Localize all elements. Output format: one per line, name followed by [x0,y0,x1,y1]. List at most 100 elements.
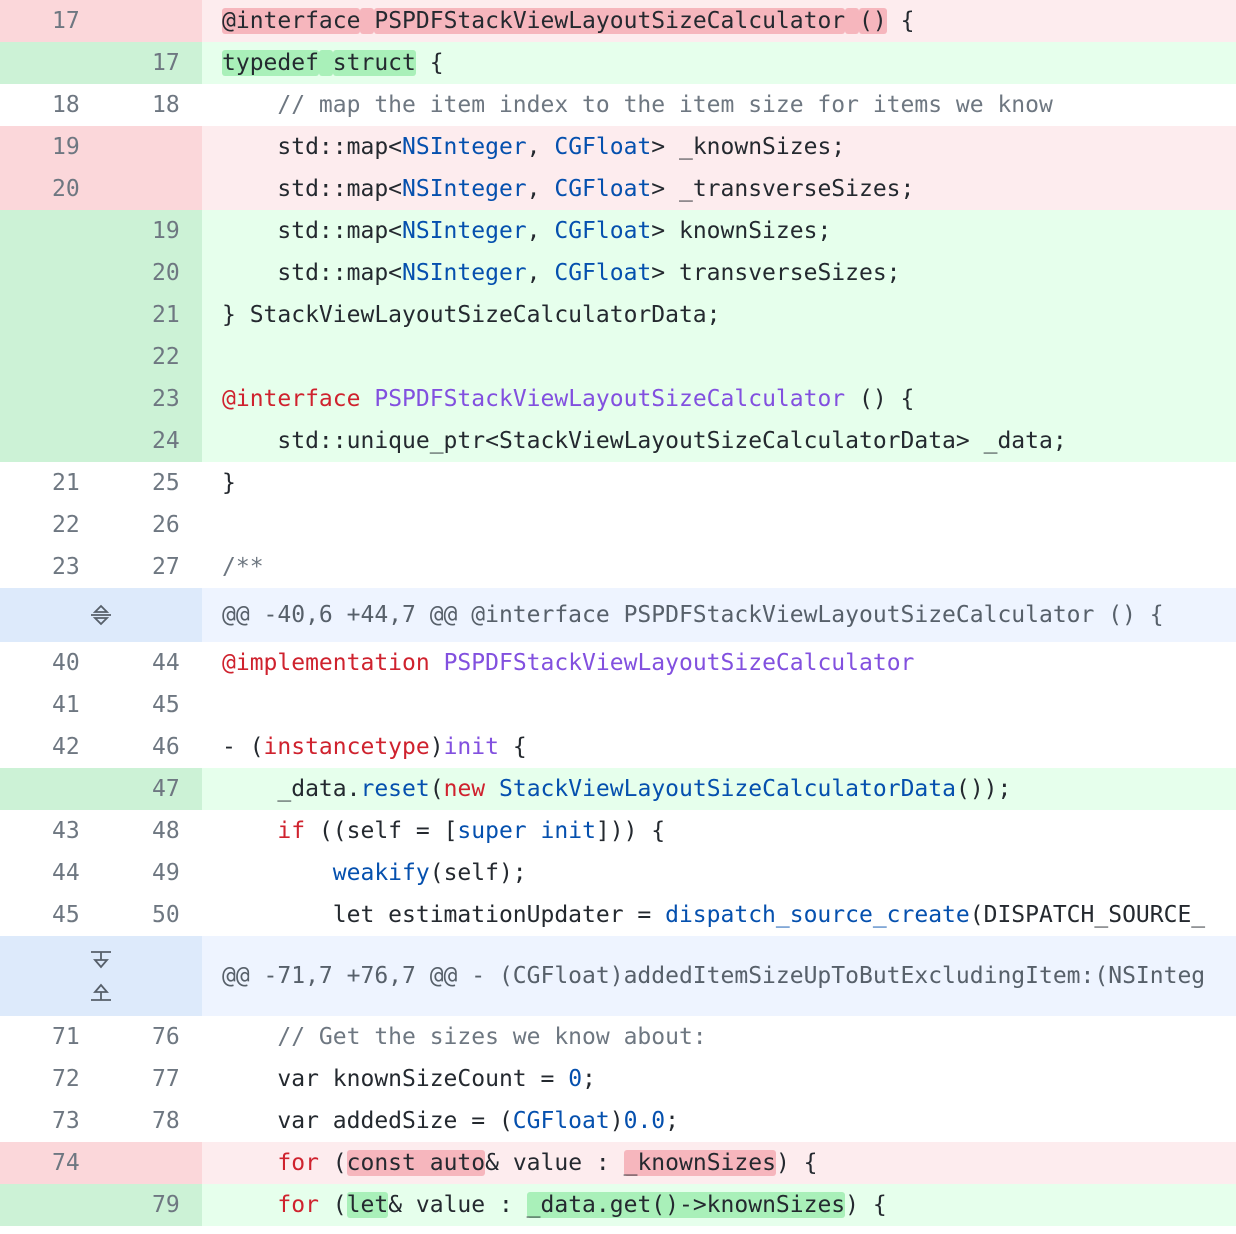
new-line-number[interactable]: 44 [100,642,202,684]
code-line: // map the item index to the item size f… [202,84,1236,126]
old-line-number[interactable]: 44 [0,852,100,894]
code-token: > knownSizes; [651,218,832,244]
code-token: typedef [222,50,319,76]
new-line-number[interactable]: 22 [100,336,202,378]
new-line-number[interactable]: 77 [100,1058,202,1100]
new-line-number[interactable] [100,1142,202,1184]
code-token: PSPDFStackViewLayoutSizeCalculator [443,650,915,676]
code-line: // Get the sizes we know about: [202,1016,1236,1058]
code-line: std::map<NSInteger, CGFloat> knownSizes; [202,210,1236,252]
diff-line-add: 79 for (let& value : _data.get()->knownS… [0,1184,1236,1226]
code-line: } StackViewLayoutSizeCalculatorData; [202,294,1236,336]
old-line-number[interactable] [0,336,100,378]
old-line-number[interactable]: 71 [0,1016,100,1058]
new-line-number[interactable]: 49 [100,852,202,894]
old-line-number[interactable] [0,420,100,462]
expand-up-icon[interactable] [87,981,115,1003]
hunk-header-row[interactable]: @@ -40,6 +44,7 @@ @interface PSPDFStackV… [0,588,1236,642]
new-line-number[interactable]: 27 [100,546,202,588]
old-line-number[interactable]: 45 [0,894,100,936]
code-token [222,1150,277,1176]
code-line: std::map<NSInteger, CGFloat> transverseS… [202,252,1236,294]
expand-down-icon[interactable] [87,949,115,971]
code-token [845,8,860,34]
code-token: @@ -71,7 +76,7 @@ - (CGFloat)addedItemSi… [222,963,1206,989]
code-line: std::map<NSInteger, CGFloat> _knownSizes… [202,126,1236,168]
code-token [430,650,444,676]
new-line-number[interactable]: 25 [100,462,202,504]
code-token: , [526,176,555,202]
diff-line-add: 47 _data.reset(new StackViewLayoutSizeCa… [0,768,1236,810]
new-line-number[interactable] [100,168,202,210]
old-line-number[interactable] [0,294,100,336]
old-line-number[interactable]: 74 [0,1142,100,1184]
code-line: var knownSizeCount = 0; [202,1058,1236,1100]
code-token: std::map< [222,176,403,202]
new-line-number[interactable]: 23 [100,378,202,420]
new-line-number[interactable]: 19 [100,210,202,252]
new-line-number[interactable]: 46 [100,726,202,768]
old-line-number[interactable]: 17 [0,0,100,42]
new-line-number[interactable] [100,126,202,168]
code-token: _data. [222,776,361,802]
old-line-number[interactable] [0,1184,100,1226]
old-line-number[interactable] [0,768,100,810]
code-token: ])) { [595,818,666,844]
diff-line-del: 17@interface PSPDFStackViewLayoutSizeCal… [0,0,1236,42]
old-line-number[interactable] [0,378,100,420]
code-line: typedef struct { [202,42,1236,84]
code-token: { [886,8,915,34]
new-line-number[interactable]: 21 [100,294,202,336]
old-line-number[interactable]: 43 [0,810,100,852]
new-line-number[interactable]: 20 [100,252,202,294]
expand-all-icon[interactable] [87,604,115,626]
diff-line-add: 21} StackViewLayoutSizeCalculatorData; [0,294,1236,336]
code-token: ; [582,1066,596,1092]
new-line-number[interactable]: 24 [100,420,202,462]
new-line-number[interactable]: 45 [100,684,202,726]
new-line-number[interactable]: 76 [100,1016,202,1058]
new-line-number[interactable]: 48 [100,810,202,852]
old-line-number[interactable]: 73 [0,1100,100,1142]
new-line-number[interactable]: 50 [100,894,202,936]
new-line-number[interactable]: 17 [100,42,202,84]
old-line-number[interactable]: 18 [0,84,100,126]
diff-line-add: 24 std::unique_ptr<StackViewLayoutSizeCa… [0,420,1236,462]
code-token: instancetype [263,734,430,760]
code-token: @interface [222,386,361,412]
code-token: , [526,260,555,286]
old-line-number[interactable]: 42 [0,726,100,768]
hunk-header-row[interactable]: @@ -71,7 +76,7 @@ - (CGFloat)addedItemSi… [0,936,1236,1016]
code-token: NSInteger [402,134,527,160]
old-line-number[interactable]: 21 [0,462,100,504]
old-line-number[interactable]: 22 [0,504,100,546]
old-line-number[interactable]: 41 [0,684,100,726]
new-line-number[interactable]: 18 [100,84,202,126]
new-line-number[interactable]: 47 [100,768,202,810]
new-line-number[interactable]: 78 [100,1100,202,1142]
code-line: if ((self = [super init])) { [202,810,1236,852]
old-line-number[interactable] [0,210,100,252]
code-token: CGFloat [554,218,652,244]
old-line-number[interactable] [0,42,100,84]
old-line-number[interactable]: 23 [0,546,100,588]
old-line-number[interactable]: 40 [0,642,100,684]
old-line-number[interactable]: 20 [0,168,100,210]
new-line-number[interactable]: 79 [100,1184,202,1226]
code-token: - ( [222,734,264,760]
new-line-number[interactable]: 26 [100,504,202,546]
code-token: std::map< [222,218,403,244]
code-token: ( [318,1192,347,1218]
diff-line-add: 19 std::map<NSInteger, CGFloat> knownSiz… [0,210,1236,252]
new-line-number[interactable] [100,0,202,42]
old-line-number[interactable]: 72 [0,1058,100,1100]
code-token: ) { [775,1150,818,1176]
code-line: for (let& value : _data.get()->knownSize… [202,1184,1236,1226]
code-token: // map the item index to the item size f… [222,92,1053,118]
code-token: new [443,776,486,802]
old-line-number[interactable] [0,252,100,294]
old-line-number[interactable]: 19 [0,126,100,168]
code-line: weakify(self); [202,852,1236,894]
